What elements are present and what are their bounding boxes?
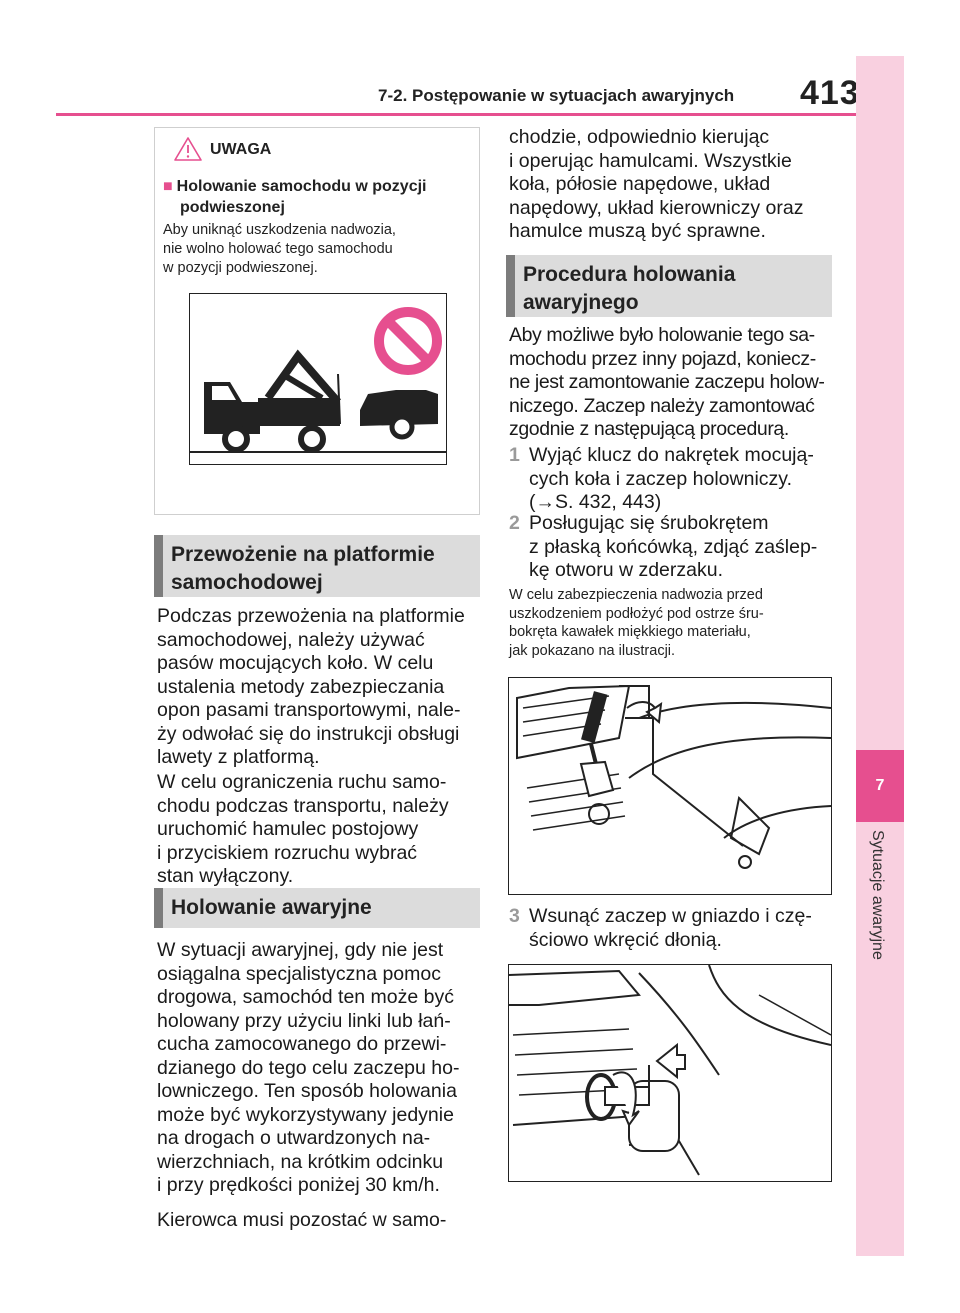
insert-towing-eyelet-illustration [508,964,832,1182]
procedure-step-1: 1 Wyjąć klucz do nakrętek mocują- cych k… [509,444,814,513]
bullet-square-icon: ■ [163,178,173,195]
section-heading-procedure: Procedura holowania awaryjnego [506,255,832,317]
warning-label: UWAGA [210,141,272,158]
chapter-title: Sytuacje awaryjne [869,830,886,960]
section-heading-platform: Przewożenie na platformie samochodowej [154,535,480,597]
warning-subheading: ■Holowanie samochodu w pozycji podwieszo… [163,178,427,216]
procedure-step-2: 2 Posługując się śrubokrętem z płaską ko… [509,512,818,581]
page-number: 413 [800,74,860,112]
procedure-note: W celu zabezpieczenia nadwozia przed usz… [509,587,764,659]
procedure-intro: Aby możliwe było holowanie tego sa- moch… [509,324,825,440]
remove-bumper-cover-illustration [508,677,832,895]
step-number: 3 [509,905,520,927]
procedure-step-3: 3 Wsunąć zaczep w gniazdo i czę- ściowo … [509,905,812,951]
header-divider [56,113,856,116]
step-number: 2 [509,512,520,534]
platform-paragraph-2: W celu ograniczenia ruchu samo- chodu po… [157,771,449,887]
warning-triangle-icon [174,137,202,161]
platform-paragraph-1: Podczas przewożenia na platformie samoch… [157,605,465,768]
chapter-tab[interactable]: 7 [856,750,904,822]
section-title: 7-2. Postępowanie w sytuacjach awaryjnyc… [378,86,735,105]
warning-box [154,127,480,515]
emergency-paragraph-2-continued: chodzie, odpowiednio kierując i operując… [509,126,804,242]
emergency-paragraph-2-start: Kierowca musi pozostać w samo- [157,1209,447,1231]
tow-truck-prohibited-illustration [189,293,447,465]
warning-text: Aby uniknąć uszkodzenia nadwozia, nie wo… [163,222,396,276]
emergency-paragraph-1: W sytuacji awaryjnej, gdy nie jest osiąg… [157,939,460,1196]
section-heading-emergency: Holowanie awaryjne [154,888,480,928]
step-number: 1 [509,444,520,466]
chapter-sidebar [856,56,904,1256]
